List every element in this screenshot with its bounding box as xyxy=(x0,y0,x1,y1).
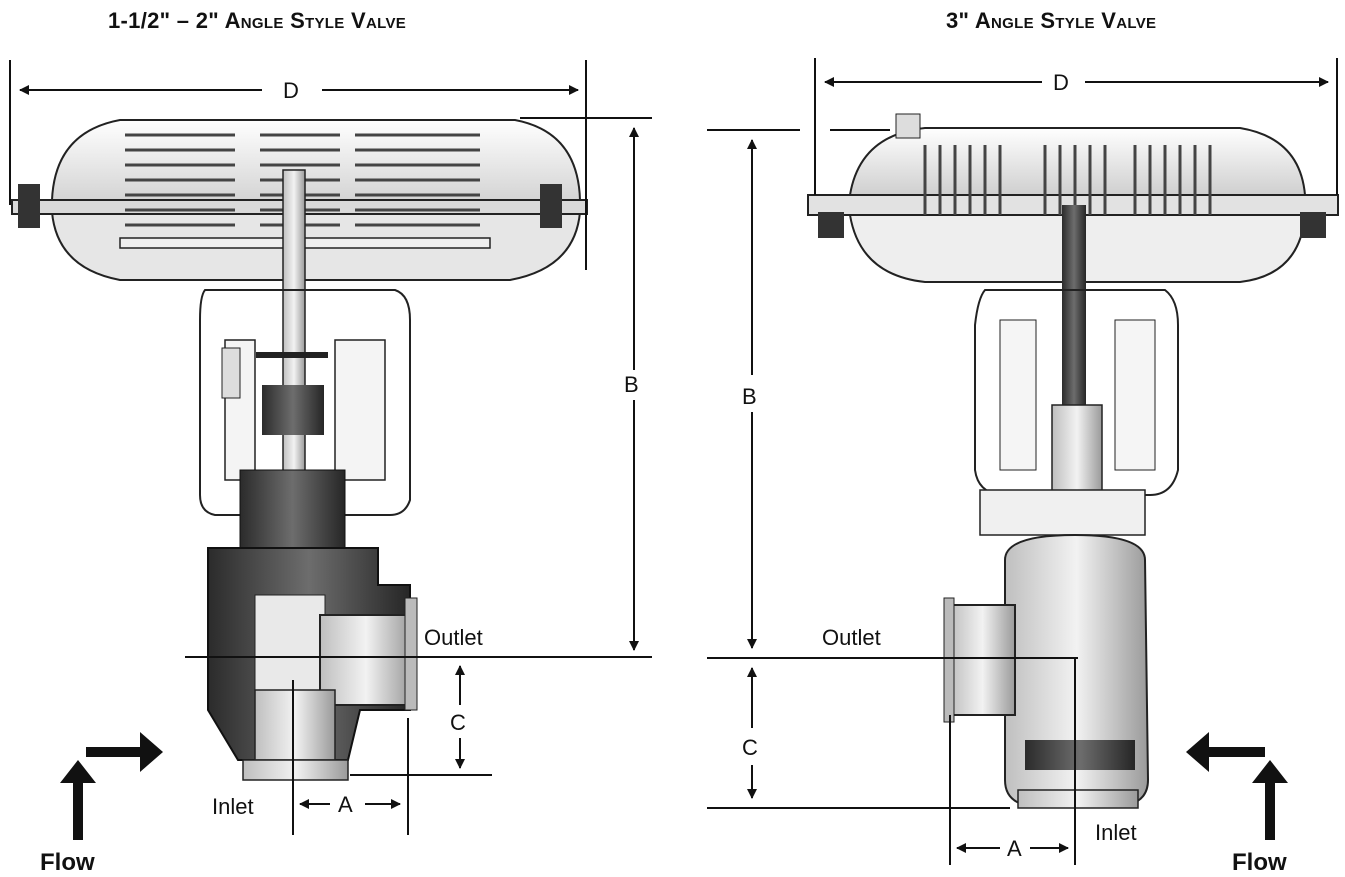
right-bonnet xyxy=(979,489,1146,536)
right-valve-body xyxy=(1004,533,1150,806)
right-outlet-tube xyxy=(949,604,1016,716)
right-outlet-label: Outlet xyxy=(822,625,881,650)
right-flange-bolt xyxy=(818,212,844,238)
right-springs xyxy=(923,145,1212,215)
right-flange-bolt xyxy=(1300,212,1326,238)
left-yoke xyxy=(199,289,411,516)
left-valve xyxy=(11,119,588,781)
left-dimensions xyxy=(9,60,652,835)
right-valve xyxy=(807,113,1339,809)
left-coupling xyxy=(262,385,324,435)
right-inlet-ferrule xyxy=(1017,789,1139,809)
left-b-label: B xyxy=(624,372,639,397)
right-outlet-ferrule xyxy=(943,597,955,723)
right-yoke xyxy=(974,289,1179,496)
left-c-label: C xyxy=(450,710,466,735)
right-inlet-label: Inlet xyxy=(1095,820,1137,845)
left-flange-bolt xyxy=(540,184,562,228)
left-flow-arrow xyxy=(60,732,163,840)
left-flange-bolt xyxy=(18,184,40,228)
right-plug xyxy=(1025,740,1135,770)
right-valve-title: 3" Angle Style Valve xyxy=(946,8,1157,33)
right-yoke-window xyxy=(1114,319,1156,471)
left-valve-title: 1-1/2" – 2" Angle Style Valve xyxy=(108,8,407,33)
left-d-label: D xyxy=(283,78,299,103)
left-outlet-ferrule xyxy=(404,597,418,711)
left-bonnet xyxy=(239,469,346,551)
right-d-label: D xyxy=(1053,70,1069,95)
right-stem xyxy=(1062,205,1086,405)
right-a-label: A xyxy=(1007,836,1022,861)
right-flow-arrow xyxy=(1186,732,1288,840)
right-yoke-window xyxy=(999,319,1037,471)
right-actuator-housing xyxy=(848,127,1307,196)
left-flow-label: Flow xyxy=(40,849,95,876)
right-b-label: B xyxy=(742,384,757,409)
left-a-label: A xyxy=(338,792,353,817)
left-travel-indicator xyxy=(221,347,241,399)
right-c-label: C xyxy=(742,735,758,760)
right-vent-fitting xyxy=(895,113,921,139)
left-inlet-tube xyxy=(254,689,336,761)
right-dimensions xyxy=(707,58,1338,865)
left-stem-nut xyxy=(256,352,328,358)
left-inlet-ferrule xyxy=(242,759,349,781)
right-flow-label: Flow xyxy=(1232,849,1287,876)
left-body-bore xyxy=(254,594,326,691)
left-inlet-label: Inlet xyxy=(212,794,254,819)
left-outlet-label: Outlet xyxy=(424,625,483,650)
